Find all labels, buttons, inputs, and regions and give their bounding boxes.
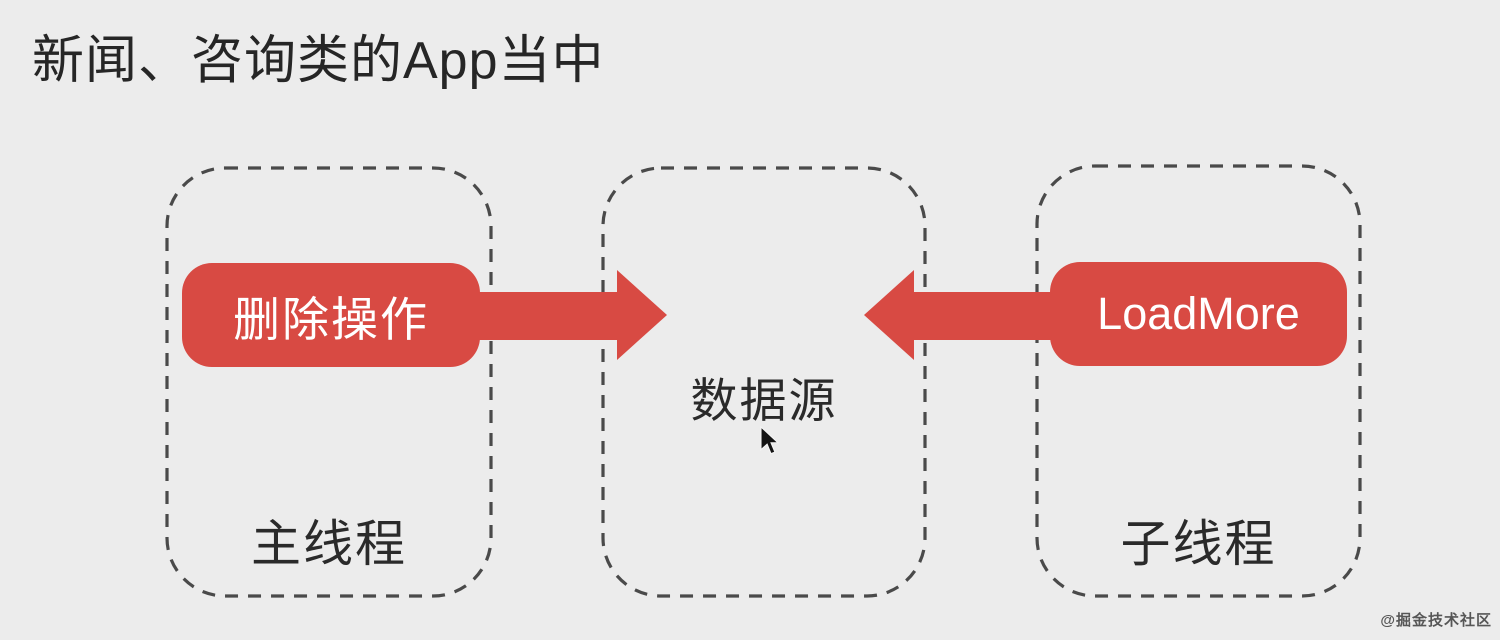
child-thread-label: 子线程 [1120, 516, 1277, 572]
loadmore-arrow-shaft [908, 292, 1054, 340]
delete-arrow-head-right-icon [617, 270, 667, 360]
delete-arrow-shaft [472, 292, 618, 340]
watermark: @掘金技术社区 [1380, 612, 1492, 629]
main-thread-box: 主线程 [165, 166, 493, 598]
loadmore-label: LoadMore [1097, 288, 1300, 339]
data-source-label: 数据源 [690, 374, 838, 427]
loadmore-arrow-head-left-icon [864, 270, 914, 360]
dashed-border [601, 166, 927, 598]
data-source-box: 数据源 [601, 166, 927, 598]
dashed-border [165, 166, 493, 598]
delete-operation-pill: 删除操作 [182, 263, 480, 367]
mouse-arrow-cursor-icon [760, 426, 779, 455]
dashed-border [1035, 164, 1362, 598]
delete-operation-label: 删除操作 [233, 292, 429, 346]
child-thread-box: 子线程 [1035, 164, 1362, 598]
main-thread-label: 主线程 [251, 516, 407, 572]
loadmore-pill: LoadMore [1050, 262, 1347, 366]
page-title: 新闻、咨询类的App当中 [32, 32, 605, 90]
